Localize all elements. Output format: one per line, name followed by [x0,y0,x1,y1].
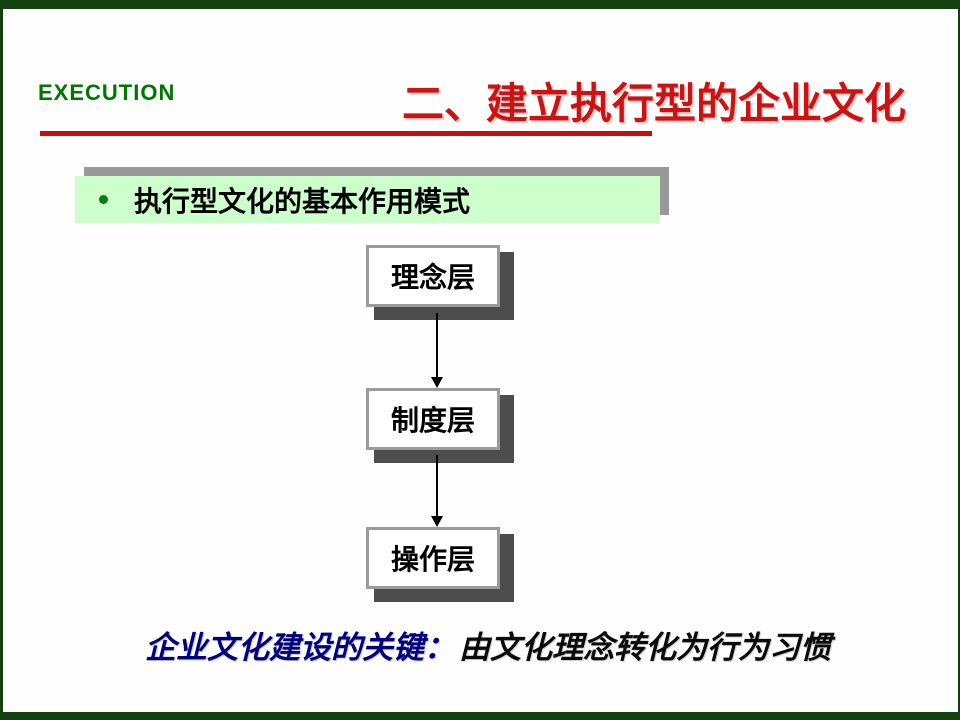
brand-text: EXECUTION [38,80,176,105]
arrow-down-connector [436,313,438,378]
right-frame-edge [958,0,960,720]
bullet-icon [99,195,108,204]
flow-node-system-layer: 制度层 [366,388,500,450]
arrow-down-icon [431,377,443,388]
bottom-green-bar [0,712,960,720]
slide-title: 二、建立执行型的企业文化 [402,80,907,127]
bullet-banner: 执行型文化的基本作用模式 [75,176,660,223]
banner-text: 执行型文化的基本作用模式 [134,185,471,217]
caption-lead: 企业文化建设的关键： [145,630,455,665]
bottom-caption: 企业文化建设的关键：由文化理念转化为行为习惯 [145,622,925,667]
top-green-bar [0,0,960,9]
title-underline [40,131,652,136]
arrow-down-icon [431,516,443,527]
left-frame-edge [0,0,3,720]
arrow-down-connector [436,455,438,517]
flow-node-concept-layer: 理念层 [366,245,500,307]
flow-node-operation-layer: 操作层 [366,527,500,589]
caption-body: 由文化理念转化为行为习惯 [459,630,831,665]
